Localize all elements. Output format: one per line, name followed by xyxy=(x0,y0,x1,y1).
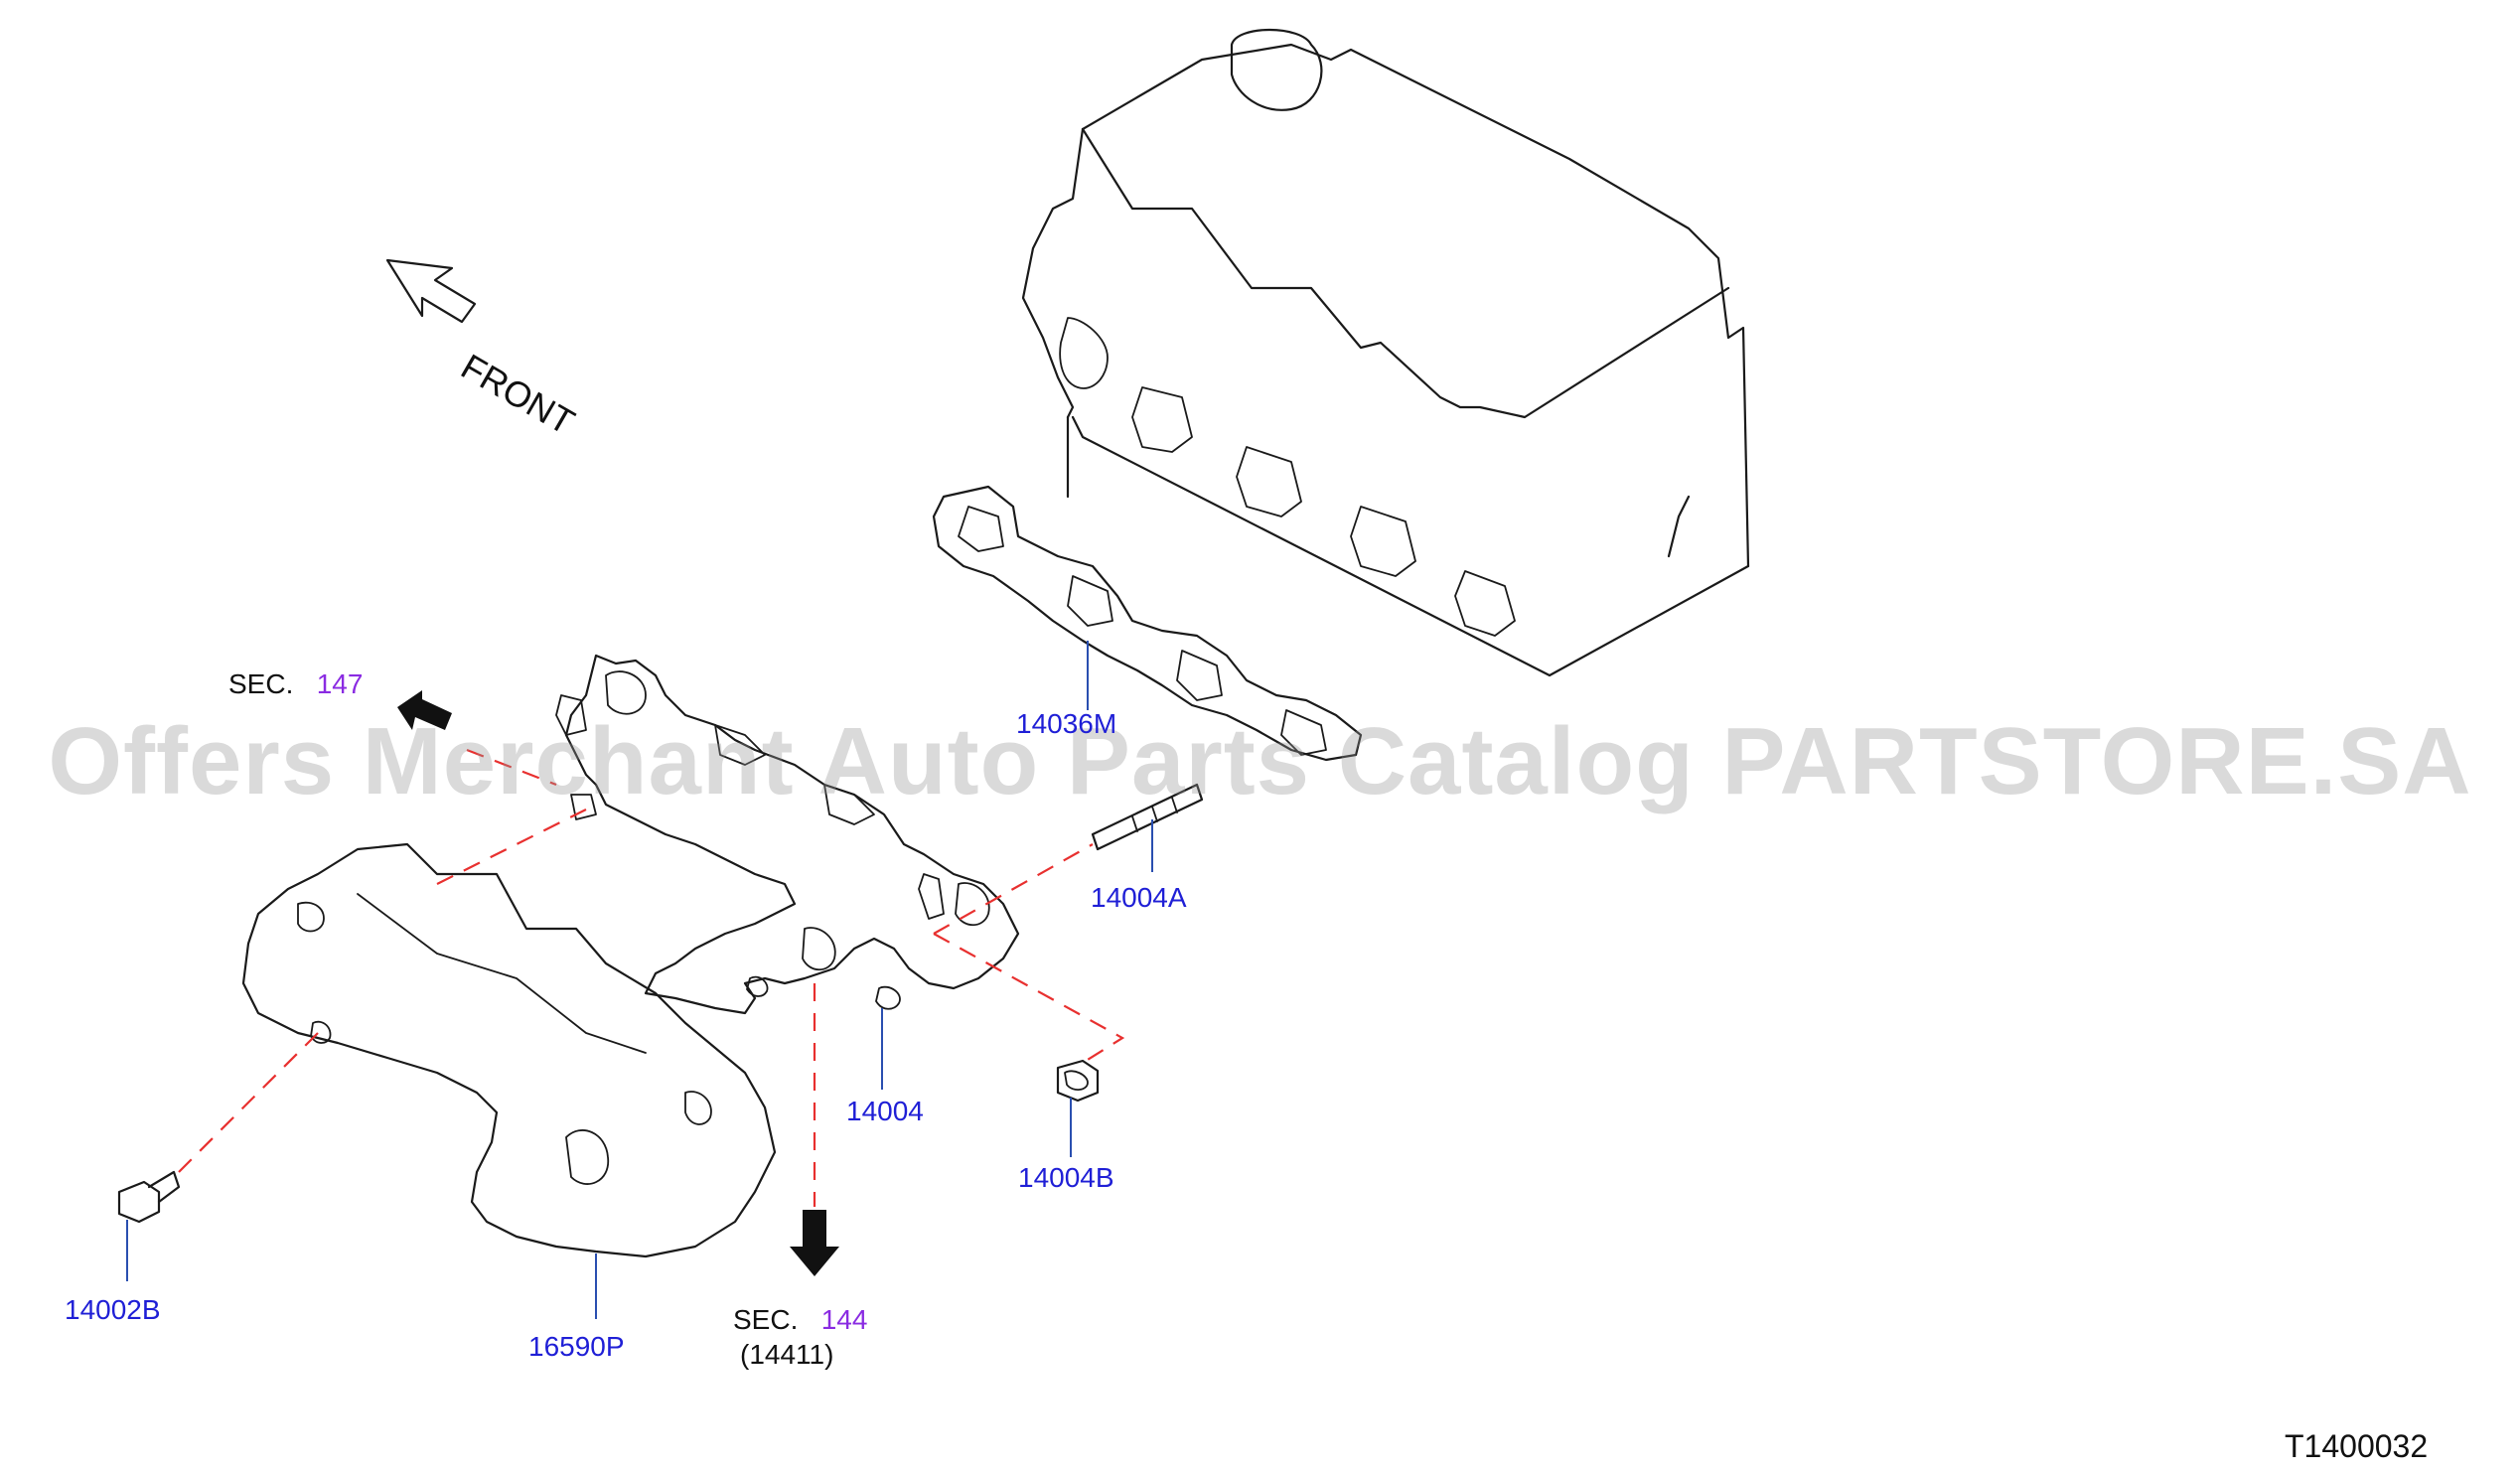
exhaust-manifold-gasket xyxy=(932,485,1363,762)
part-label-14036m[interactable]: 14036M xyxy=(1016,708,1117,739)
sec-147-arrow-icon xyxy=(397,690,452,730)
part-label-16590p[interactable]: 16590P xyxy=(528,1331,625,1362)
leader-lines xyxy=(126,641,1153,1319)
stud-bolt xyxy=(1091,783,1204,851)
part-label-14004[interactable]: 14004 xyxy=(846,1096,924,1126)
watermark-text: Offers Merchant Auto Parts Catalog PARTS… xyxy=(48,708,2472,814)
front-arrow-icon xyxy=(385,258,477,324)
section-prefix: SEC. xyxy=(733,1304,799,1335)
sec-144-arrow-icon xyxy=(790,1210,839,1276)
heat-insulator xyxy=(241,842,777,1258)
section-ref-144[interactable]: SEC. 144 xyxy=(733,1306,867,1334)
diagram-code: T1400032 xyxy=(2285,1428,2429,1464)
part-label-14004a[interactable]: 14004A xyxy=(1091,882,1187,913)
section-prefix: SEC. xyxy=(228,668,294,699)
section-number: 147 xyxy=(316,668,364,699)
assembly-dash-lines xyxy=(178,748,1125,1207)
part-label-14004b[interactable]: 14004B xyxy=(1018,1162,1114,1193)
section-sub-ref-14411: (14411) xyxy=(740,1339,834,1370)
flange-bolt xyxy=(117,1170,181,1224)
flange-nut xyxy=(1056,1059,1100,1103)
exhaust-manifold xyxy=(555,654,1020,1015)
engine-cylinder-head xyxy=(1021,29,1750,677)
section-ref-147[interactable]: SEC. 147 xyxy=(228,670,363,698)
part-label-14002b[interactable]: 14002B xyxy=(65,1294,161,1325)
section-number: 144 xyxy=(820,1304,868,1335)
